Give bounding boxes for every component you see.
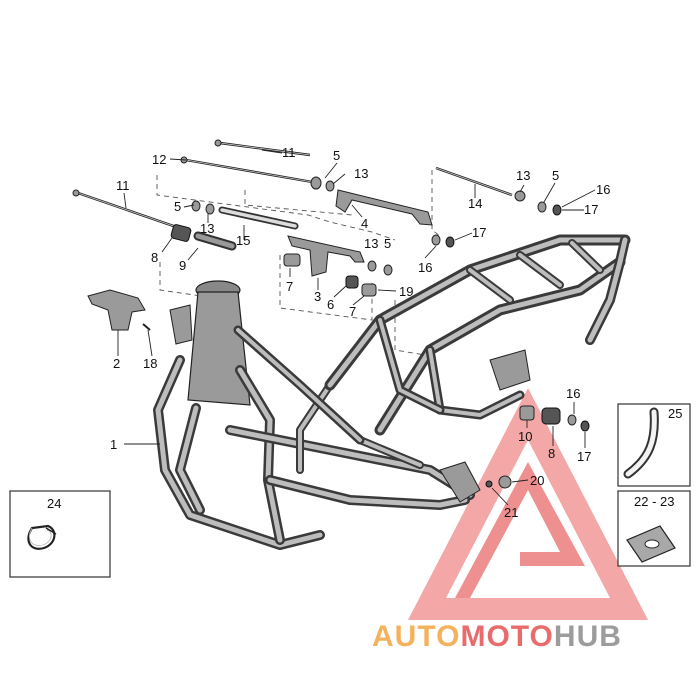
callout-25: 25 xyxy=(668,406,682,421)
callout-5: 5 xyxy=(552,168,559,183)
callout-12: 12 xyxy=(152,152,166,167)
watermark-part-moto: MOTO xyxy=(460,620,553,653)
callout-14: 14 xyxy=(468,196,482,211)
callout-13: 13 xyxy=(200,221,214,236)
callout-13: 13 xyxy=(364,236,378,251)
callout-21: 21 xyxy=(504,505,518,520)
callout-3: 3 xyxy=(314,289,321,304)
callout-17: 17 xyxy=(584,202,598,217)
watermark-logo xyxy=(408,388,648,620)
callout-24: 24 xyxy=(47,496,61,511)
callout-4: 4 xyxy=(361,216,368,231)
callout-16: 16 xyxy=(418,260,432,275)
callout-18: 18 xyxy=(143,356,157,371)
callout-1: 1 xyxy=(110,437,117,452)
callout-16: 16 xyxy=(596,182,610,197)
callout-2: 2 xyxy=(113,356,120,371)
inset-box-24 xyxy=(9,490,111,578)
callout-16: 16 xyxy=(566,386,580,401)
callout-10: 10 xyxy=(518,429,532,444)
watermark-g-shape xyxy=(455,462,585,598)
leader-lines xyxy=(117,149,596,506)
callout-6: 6 xyxy=(327,297,334,312)
watermark-part-hub: HUB xyxy=(554,620,622,653)
inset-box-25 xyxy=(617,403,691,487)
callout-8: 8 xyxy=(151,250,158,265)
callout-20: 20 xyxy=(530,473,544,488)
callout-19: 19 xyxy=(399,284,413,299)
callout-5: 5 xyxy=(174,199,181,214)
callout-11: 11 xyxy=(116,178,130,193)
callout-5: 5 xyxy=(333,148,340,163)
watermark-part-auto: AUTO xyxy=(372,620,460,653)
dashed-guides xyxy=(156,170,441,356)
callout-11: 11 xyxy=(282,145,296,160)
svg-text:AUTOMOTOHUB: AUTOMOTOHUB xyxy=(372,620,622,653)
inset-box-22-23 xyxy=(617,490,691,567)
callout-15: 15 xyxy=(236,233,250,248)
callout-13: 13 xyxy=(516,168,530,183)
callout-17: 17 xyxy=(472,225,486,240)
exploded-parts xyxy=(72,139,590,489)
callout-7: 7 xyxy=(286,279,293,294)
watermark-text: AUTOMOTOHUB xyxy=(372,620,622,653)
callout-7: 7 xyxy=(349,304,356,319)
callout-22-23: 22 - 23 xyxy=(634,494,674,509)
callout-5: 5 xyxy=(384,236,391,251)
scooter-frame xyxy=(153,234,631,550)
callout-9: 9 xyxy=(179,258,186,273)
callout-labels: 11 12 5 13 11 5 13 4 15 8 9 13 5 7 3 6 7… xyxy=(47,145,682,520)
callout-8: 8 xyxy=(548,446,555,461)
callout-17: 17 xyxy=(577,449,591,464)
callout-13: 13 xyxy=(354,166,368,181)
